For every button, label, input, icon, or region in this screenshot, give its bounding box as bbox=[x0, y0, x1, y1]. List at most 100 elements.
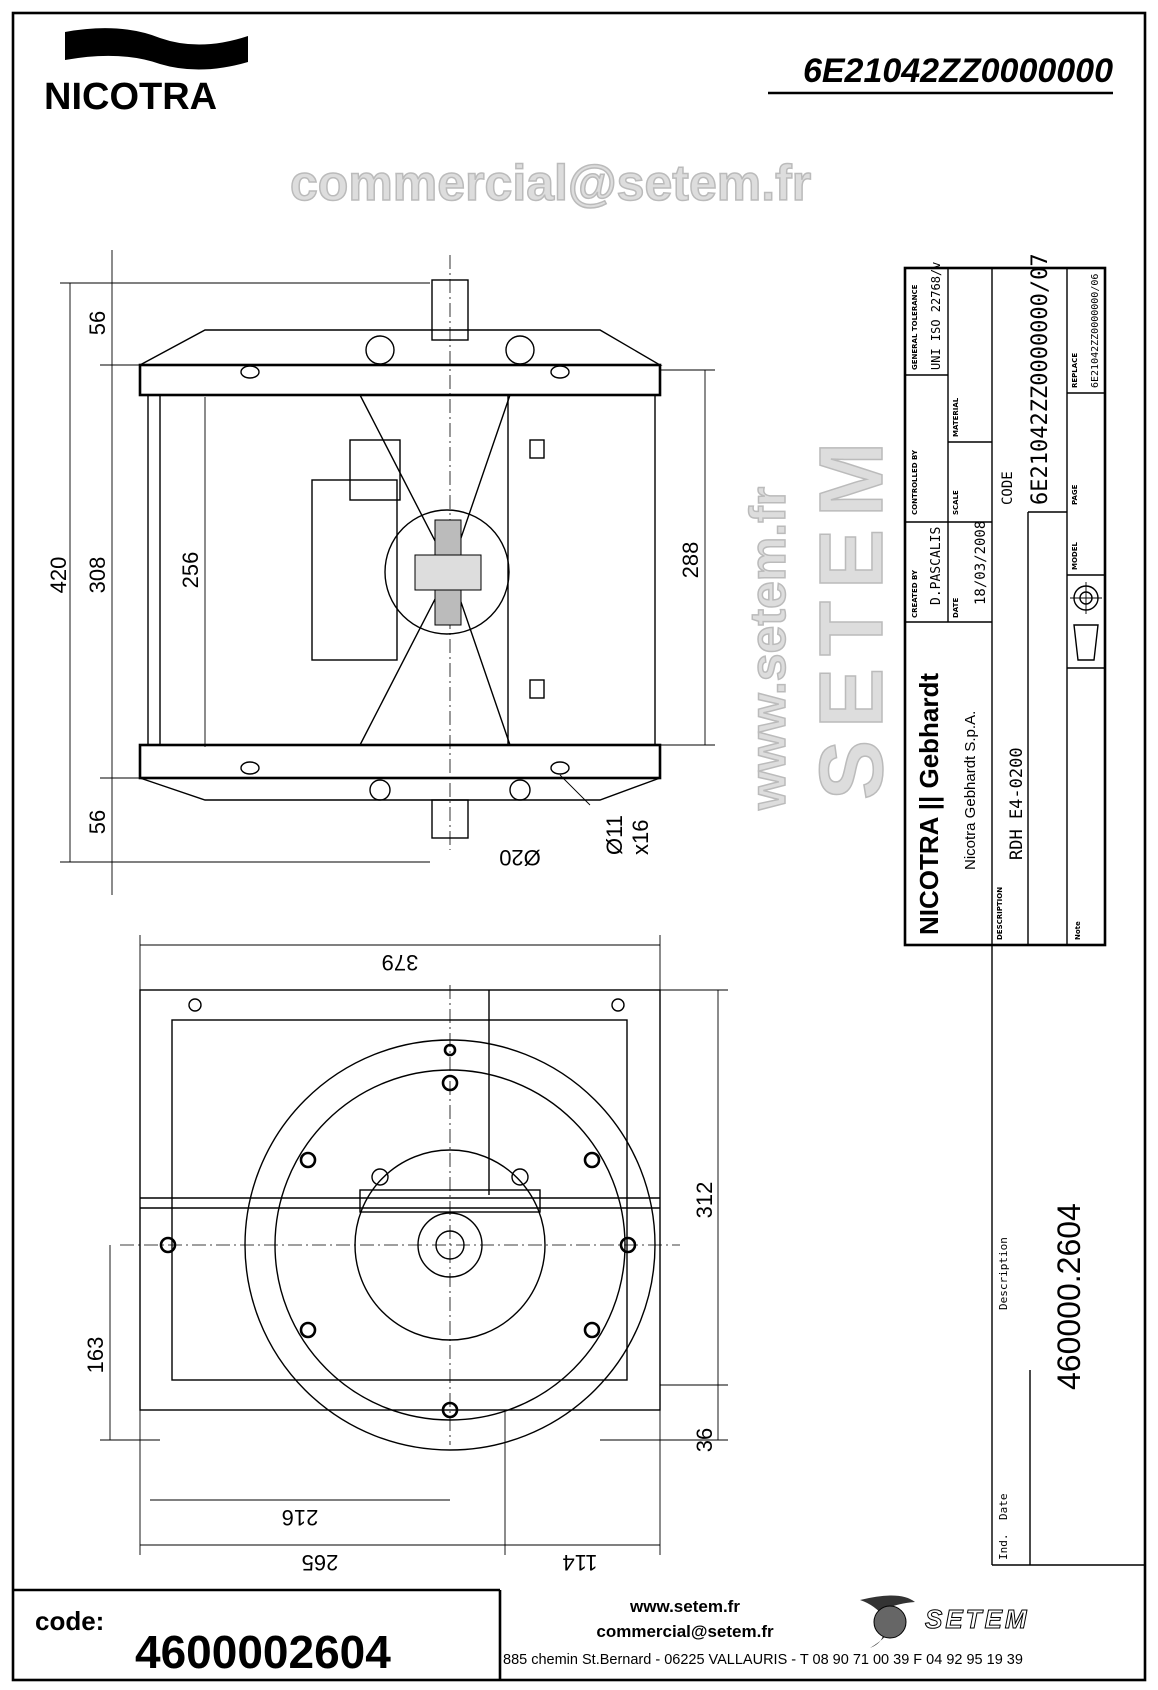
side-view bbox=[138, 255, 663, 850]
dim-inner-height: 256 bbox=[178, 552, 203, 589]
drawing-line bbox=[417, 1212, 483, 1278]
drawing-line bbox=[414, 554, 482, 591]
dim-shaft-offset: 216 bbox=[282, 1505, 319, 1530]
drawing-line bbox=[559, 774, 591, 806]
general-tolerance-label: GENERAL TOLERANCE bbox=[911, 284, 919, 370]
drawing-line bbox=[147, 394, 656, 746]
drawing-line bbox=[65, 28, 248, 70]
logo-text: SETEM bbox=[925, 1604, 1030, 1634]
drawing-line bbox=[550, 365, 570, 379]
company-name: Nicotra Gebhardt S.p.A. bbox=[962, 711, 979, 870]
projection-symbol-icon bbox=[1070, 582, 1102, 661]
drawing-line bbox=[505, 335, 535, 365]
title-code: 6E21042ZZ0000000/07 bbox=[1028, 253, 1053, 505]
setem-logo: SETEM bbox=[860, 1595, 1030, 1648]
drawing-line bbox=[274, 1069, 626, 1421]
drawing-line bbox=[299, 1321, 317, 1339]
created-by: D.PASCALIS bbox=[929, 527, 944, 605]
footer: code: 4600002604 www.setem.fr commercial… bbox=[13, 1588, 1030, 1680]
model-label: MODEL bbox=[1071, 541, 1079, 570]
drawing-line bbox=[529, 679, 545, 699]
drawing-line bbox=[138, 363, 662, 397]
watermark-email: commercial@setem.fr bbox=[290, 155, 811, 211]
drawing-line bbox=[139, 777, 661, 801]
front-view bbox=[120, 985, 680, 1451]
material-label: MATERIAL bbox=[952, 397, 960, 437]
code-label: CODE bbox=[1000, 471, 1016, 505]
brand: NICOTRA bbox=[44, 76, 217, 118]
address: 885 chemin St.Bernard - 06225 VALLAURIS … bbox=[503, 1652, 1023, 1668]
date-label: Date bbox=[997, 1494, 1010, 1521]
drawing-line bbox=[159, 1236, 177, 1254]
drawing-line bbox=[171, 1019, 628, 1381]
scale-label: SCALE bbox=[952, 490, 960, 515]
website-link[interactable]: www.setem.fr bbox=[629, 1597, 740, 1616]
drawing-line bbox=[431, 799, 469, 839]
email-link[interactable]: commercial@setem.fr bbox=[596, 1622, 774, 1641]
title-block: GENERAL TOLERANCE UNI ISO 22768/v CONTRO… bbox=[903, 253, 1107, 947]
nicotra-gebhardt-logo: NICOTRA || Gebhardt bbox=[914, 673, 944, 935]
drawing-line bbox=[509, 779, 531, 801]
drawing-line bbox=[365, 335, 395, 365]
drawing-line bbox=[138, 743, 662, 780]
drawing-date: 18/03/2008 bbox=[973, 521, 989, 605]
dim-shaft-diameter: Ø20 bbox=[499, 845, 541, 870]
dim-base-offset: 36 bbox=[692, 1428, 717, 1452]
description-panel: Description 460000.2604 Ind. Date bbox=[991, 945, 1145, 1566]
description-label: Description bbox=[997, 1237, 1010, 1310]
drawing-line bbox=[384, 509, 510, 635]
nicotra-logo: NICOTRA bbox=[44, 28, 248, 118]
drawing-line bbox=[240, 365, 260, 379]
front-view-dimensions: 379 312 163 36 216 265 114 bbox=[83, 935, 728, 1575]
date-label: DATE bbox=[952, 598, 960, 618]
watermark: www.setem.fr SETEM commercial@setem.fr bbox=[289, 154, 903, 812]
created-by-label: CREATED BY bbox=[911, 569, 919, 618]
drawing-line bbox=[159, 1043, 637, 1419]
drawing-line bbox=[1073, 624, 1099, 661]
code-label: code: bbox=[35, 1606, 104, 1636]
replace-code: 6E21042ZZ0000000/06 bbox=[1090, 274, 1101, 388]
dim-holes-count: x16 bbox=[628, 820, 653, 855]
drawing-line bbox=[611, 998, 625, 1012]
replace-label: REPLACE bbox=[1071, 353, 1079, 388]
dim-width: 379 bbox=[382, 950, 419, 975]
drawing-line bbox=[431, 279, 469, 341]
drawing-line bbox=[583, 1321, 601, 1339]
drawing-line bbox=[529, 439, 545, 459]
watermark-url: www.setem.fr bbox=[740, 487, 796, 811]
drawing-line bbox=[311, 479, 398, 661]
drawing-line bbox=[359, 1189, 541, 1213]
dim-right-height: 288 bbox=[678, 542, 703, 579]
general-tolerance: UNI ISO 22768/v bbox=[929, 262, 943, 370]
drawing-line bbox=[511, 1168, 529, 1186]
drawing-line bbox=[349, 439, 401, 501]
drawing-line bbox=[139, 329, 663, 366]
drawing-line bbox=[441, 1074, 459, 1092]
drawing-code: 6E21042ZZ0000000 bbox=[803, 52, 1113, 90]
drawing-line bbox=[299, 1151, 317, 1169]
watermark-brand: SETEM bbox=[802, 430, 902, 800]
drawing-line bbox=[369, 779, 391, 801]
dim-overall-height: 420 bbox=[46, 557, 71, 594]
dim-height: 312 bbox=[692, 1182, 717, 1219]
drawing-line bbox=[873, 1605, 907, 1639]
drawing-line bbox=[244, 1039, 656, 1451]
drawing-line bbox=[550, 761, 570, 775]
drawing-line bbox=[435, 1230, 465, 1260]
drawing-line bbox=[139, 989, 661, 1411]
drawing-line bbox=[583, 1151, 601, 1169]
dim-top-flange: 56 bbox=[85, 311, 110, 335]
controlled-by-label: CONTROLLED BY bbox=[911, 449, 919, 515]
drawing-line bbox=[441, 1401, 459, 1419]
sheet-border bbox=[11, 11, 1147, 1682]
drawing-line bbox=[354, 1149, 546, 1341]
dim-shaft-height: 163 bbox=[83, 1337, 108, 1374]
ind-label: Ind. bbox=[997, 1534, 1010, 1561]
page-label: PAGE bbox=[1071, 484, 1079, 505]
description-label: DESCRIPTION bbox=[996, 887, 1004, 940]
dim-right-length: 114 bbox=[562, 1550, 597, 1575]
dim-holes: Ø11 bbox=[602, 815, 627, 855]
drawing-line bbox=[619, 1236, 637, 1254]
drawing-line bbox=[443, 1043, 457, 1057]
